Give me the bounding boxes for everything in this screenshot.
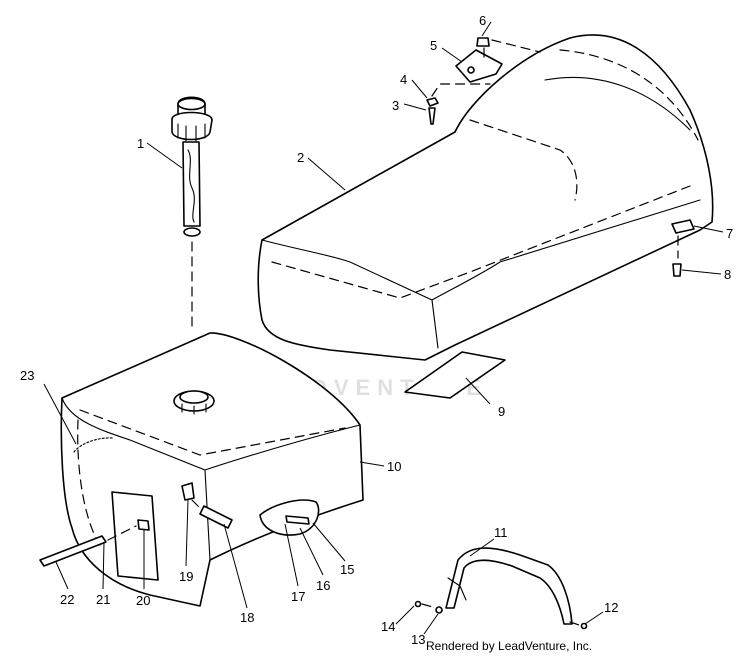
callout-17: 17 — [291, 589, 305, 604]
render-credit: Rendered by LeadVenture, Inc. — [426, 639, 593, 653]
nut — [476, 37, 490, 47]
callout-12: 12 — [604, 600, 618, 615]
screw — [428, 107, 436, 125]
latch-plate — [455, 49, 503, 83]
callout-20: 20 — [136, 593, 150, 608]
callout-6: 6 — [479, 13, 486, 28]
seat-latch-hardware — [426, 37, 541, 125]
callout-13: 13 — [411, 632, 425, 647]
callout-labels: 1 2 3 4 5 6 7 8 9 10 11 12 13 14 15 16 1… — [20, 13, 733, 647]
callout-2: 2 — [297, 150, 304, 165]
seat-base-strip — [404, 351, 506, 399]
callout-19: 19 — [179, 569, 193, 584]
callout-3: 3 — [392, 98, 399, 113]
callout-1: 1 — [137, 136, 144, 151]
fuel-line — [39, 535, 107, 567]
callout-15: 15 — [340, 562, 354, 577]
callout-8: 8 — [724, 267, 731, 282]
bracket-bolt — [672, 263, 682, 277]
callout-22: 22 — [60, 592, 74, 607]
callout-14: 14 — [381, 619, 395, 634]
callout-18: 18 — [240, 610, 254, 625]
fuel-filter — [199, 505, 233, 529]
callout-7: 7 — [726, 226, 733, 241]
sender-cover — [259, 499, 320, 536]
seat — [257, 34, 714, 361]
fuel-fitting — [181, 482, 195, 501]
tank-strap — [414, 547, 588, 630]
callout-10: 10 — [387, 459, 401, 474]
fuel-cap-assembly — [171, 96, 213, 331]
callout-16: 16 — [316, 578, 330, 593]
callout-5: 5 — [430, 38, 437, 53]
fuel-valve-assembly — [39, 491, 159, 581]
callout-21: 21 — [96, 592, 110, 607]
leader-lines — [43, 21, 724, 635]
washer — [426, 97, 439, 107]
callout-11: 11 — [494, 525, 508, 540]
callout-23: 23 — [20, 368, 34, 383]
callout-9: 9 — [498, 404, 505, 419]
callout-4: 4 — [400, 72, 407, 87]
seat-bracket — [671, 219, 695, 234]
